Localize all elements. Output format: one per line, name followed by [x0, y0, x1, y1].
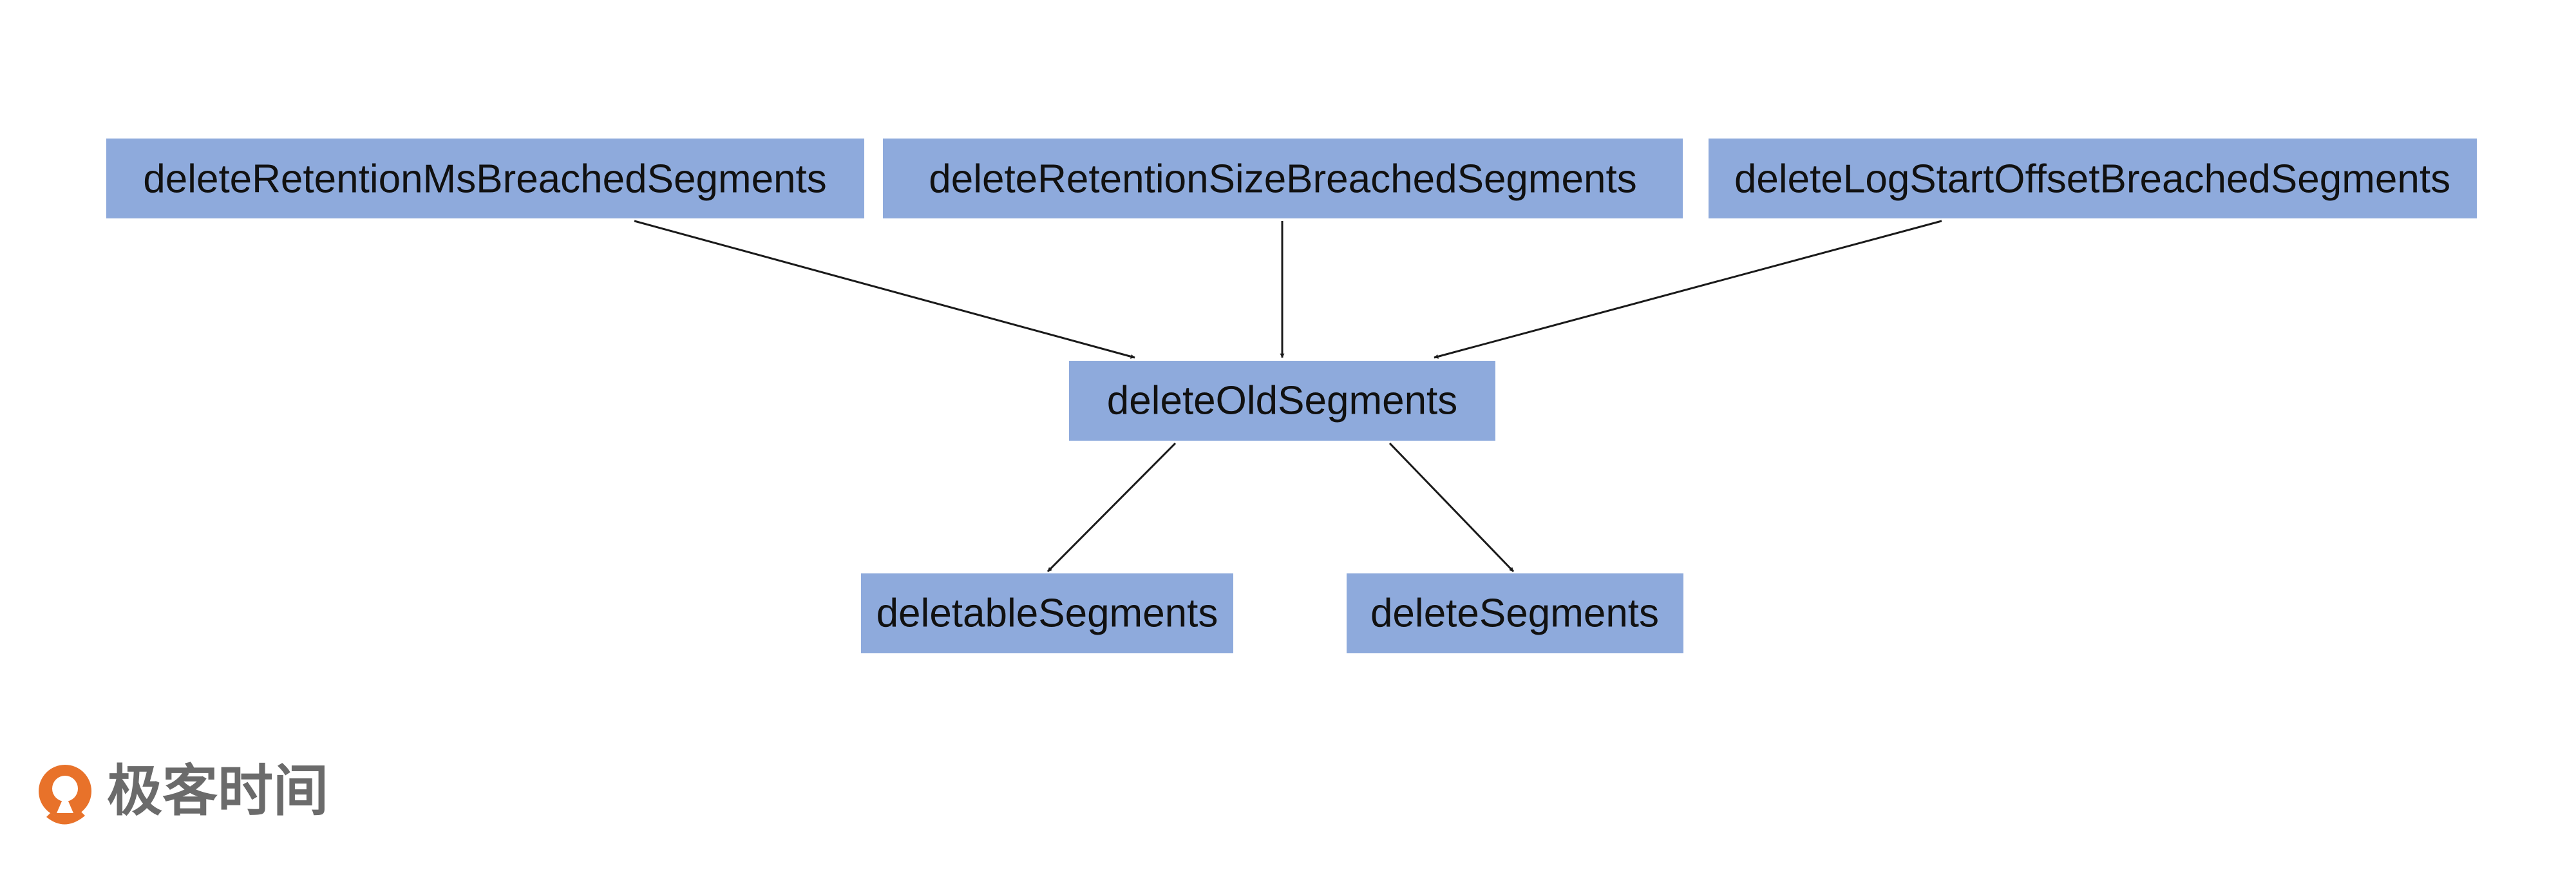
- node-delete-old-segments: deleteOldSegments: [1069, 361, 1495, 441]
- node-label: deleteRetentionSizeBreachedSegments: [929, 157, 1637, 202]
- geektime-watermark: 极客时间: [39, 759, 328, 825]
- node-label: deleteOldSegments: [1107, 379, 1458, 423]
- node-deletable-segments: deletableSegments: [861, 573, 1233, 653]
- edges: [634, 220, 1942, 573]
- node-box: [861, 573, 1233, 653]
- node-delete-log-start-offset-breached-segments: deleteLogStartOffsetBreachedSegments: [1709, 139, 2477, 218]
- edge-old-segments-to-delete-segments: [1388, 442, 1515, 573]
- node-box: [1347, 573, 1683, 653]
- edge-retention-ms-to-old-segments: [634, 220, 1135, 359]
- node-box: [1069, 361, 1495, 441]
- node-delete-retention-size-breached-segments: deleteRetentionSizeBreachedSegments: [883, 139, 1683, 218]
- geektime-logo-icon: [39, 765, 91, 825]
- node-label: deletableSegments: [876, 591, 1218, 636]
- node-label: deleteSegments: [1370, 591, 1659, 636]
- node-delete-segments: deleteSegments: [1347, 573, 1683, 653]
- node-label: deleteRetentionMsBreachedSegments: [143, 157, 827, 202]
- node-box: [883, 139, 1683, 218]
- edge-log-start-offset-to-old-segments: [1434, 220, 1942, 359]
- node-label: deleteLogStartOffsetBreachedSegments: [1734, 157, 2450, 202]
- watermark-text: 极客时间: [107, 759, 328, 823]
- node-box: [1709, 139, 2477, 218]
- node-delete-retention-ms-breached-segments: deleteRetentionMsBreachedSegments: [106, 139, 864, 218]
- node-box: [106, 139, 864, 218]
- edge-old-segments-to-deletable-segments: [1046, 442, 1177, 573]
